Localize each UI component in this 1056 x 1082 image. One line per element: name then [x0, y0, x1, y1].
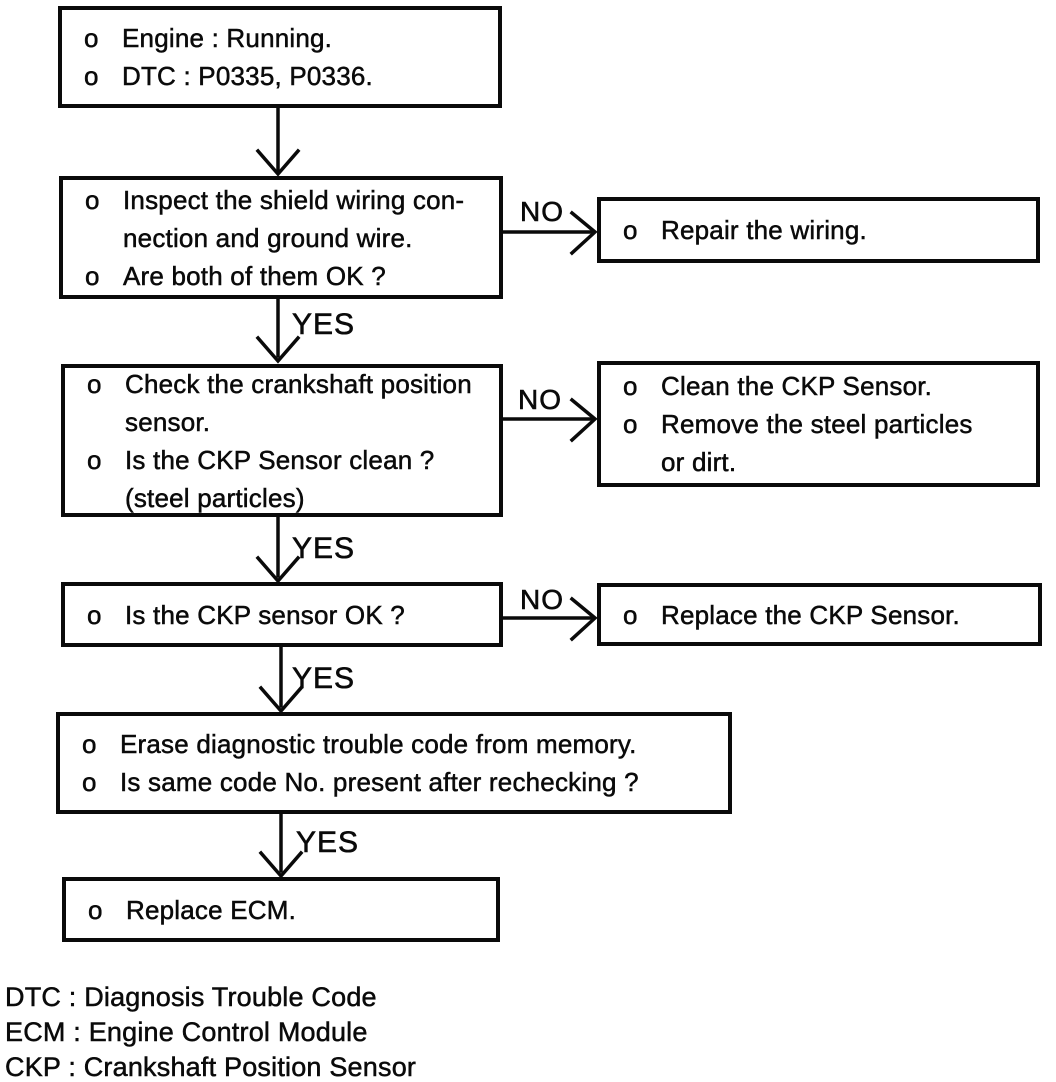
bullet-marker: o — [87, 368, 102, 399]
box-text: Is the CKP Sensor clean ? (steel particl… — [125, 444, 435, 513]
box-text: Is the CKP sensor OK ? — [125, 599, 405, 630]
arrow-down-yes-3 — [255, 515, 301, 584]
list-item: o Replace the CKP Sensor. — [623, 596, 1030, 634]
list-item: o Engine : Running. — [84, 19, 490, 57]
box-text: Clean the CKP Sensor. — [661, 371, 933, 402]
legend: DTC : Diagnosis Trouble Code ECM : Engin… — [5, 980, 416, 1082]
flow-box-ckp-sensor-ok: o Is the CKP sensor OK ? — [61, 582, 503, 647]
legend-entry-ecm: ECM : Engine Control Module — [5, 1017, 368, 1048]
arrow-down-yes-2 — [255, 297, 301, 364]
bullet-marker: o — [82, 729, 97, 760]
flow-box-replace-ckp-sensor: o Replace the CKP Sensor. — [597, 583, 1042, 646]
flow-box-clean-ckp-sensor: o Clean the CKP Sensor. o Remove the ste… — [597, 361, 1040, 487]
arrow-no-3 — [501, 596, 598, 642]
box-text: Check the crankshaft position sensor. — [125, 368, 472, 437]
box-text: Replace the CKP Sensor. — [661, 599, 960, 630]
bullet-marker: o — [84, 61, 99, 92]
list-item: o Erase diagnostic trouble code from mem… — [82, 725, 720, 763]
flow-box-check-ckp-sensor: o Check the crankshaft position sensor. … — [61, 364, 503, 517]
list-item: o Clean the CKP Sensor. — [623, 367, 1028, 405]
box-text: Engine : Running. — [122, 23, 333, 54]
bullet-marker: o — [82, 767, 97, 798]
legend-entry-dtc: DTC : Diagnosis Trouble Code — [5, 982, 377, 1013]
list-item: o Are both of them OK ? — [85, 257, 491, 295]
list-item: o Check the crankshaft position sensor. — [87, 365, 491, 441]
yes-label-4: YES — [296, 826, 360, 859]
arrow-down-yes-4 — [258, 645, 304, 714]
no-label-1: NO — [520, 196, 564, 227]
legend-entry-ckp: CKP : Crankshaft Position Sensor — [5, 1052, 417, 1082]
bullet-marker: o — [623, 409, 638, 440]
yes-label-1: YES — [292, 308, 356, 341]
box-text: Erase diagnostic trouble code from memor… — [120, 729, 637, 760]
no-label-2: NO — [518, 384, 562, 415]
list-item: o Is the CKP Sensor clean ? (steel parti… — [87, 441, 491, 517]
list-item: o Is same code No. present after recheck… — [82, 763, 720, 801]
bullet-marker: o — [85, 260, 100, 291]
bullet-marker: o — [623, 215, 638, 246]
list-item: o DTC : P0335, P0336. — [84, 57, 490, 95]
box-text: DTC : P0335, P0336. — [122, 61, 373, 92]
box-text: Replace ECM. — [126, 894, 297, 925]
bullet-marker: o — [623, 599, 638, 630]
flow-box-repair-wiring: o Repair the wiring. — [597, 197, 1040, 263]
yes-label-2: YES — [292, 532, 356, 565]
arrow-no-1 — [501, 210, 598, 256]
bullet-marker: o — [87, 444, 102, 475]
arrow-no-2 — [501, 397, 598, 443]
arrow-down-1 — [255, 106, 301, 177]
flow-box-erase-dtc: o Erase diagnostic trouble code from mem… — [56, 712, 732, 814]
flow-box-engine-dtc: o Engine : Running. o DTC : P0335, P0336… — [58, 6, 502, 108]
yes-label-3: YES — [292, 662, 356, 695]
bullet-marker: o — [84, 23, 99, 54]
box-text: Are both of them OK ? — [123, 260, 386, 291]
box-text: Remove the steel particles or dirt. — [661, 409, 973, 478]
list-item: o Remove the steel particles or dirt. — [623, 405, 1028, 481]
box-text: Repair the wiring. — [661, 215, 867, 246]
list-item: o Replace ECM. — [88, 891, 488, 929]
list-item: o Repair the wiring. — [623, 211, 1028, 249]
bullet-marker: o — [88, 894, 103, 925]
flow-box-replace-ecm: o Replace ECM. — [62, 877, 500, 942]
bullet-marker: o — [85, 184, 100, 215]
bullet-marker: o — [87, 599, 102, 630]
arrow-down-yes-5 — [258, 812, 304, 879]
box-text: Is same code No. present after recheckin… — [120, 767, 639, 798]
box-text: Inspect the shield wiring con- nection a… — [123, 184, 465, 253]
list-item: o Inspect the shield wiring con- nection… — [85, 181, 491, 257]
no-label-3: NO — [520, 584, 564, 615]
bullet-marker: o — [623, 371, 638, 402]
list-item: o Is the CKP sensor OK ? — [87, 596, 491, 634]
flow-box-inspect-wiring: o Inspect the shield wiring con- nection… — [59, 176, 503, 299]
